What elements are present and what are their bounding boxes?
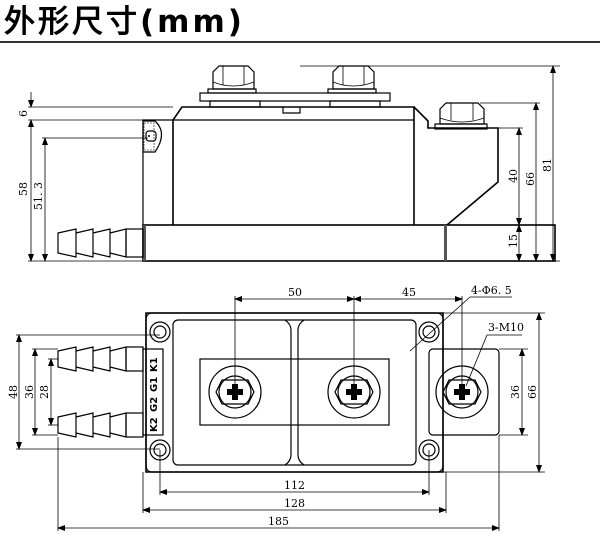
side-view-dimensions: 6 58 51. 3 81 66 40 15	[17, 65, 560, 262]
hose-barb-icon	[57, 228, 144, 258]
dim-81: 81	[541, 158, 554, 172]
top-view: K1 G1 G2 K2	[7, 284, 545, 531]
dim-48: 48	[7, 385, 20, 399]
side-view: 6 58 51. 3 81 66 40 15	[17, 65, 560, 262]
gate-label-strip	[142, 348, 164, 436]
right-terminal-block	[413, 106, 499, 226]
dim-66-right: 66	[526, 385, 539, 399]
hose-barb-icon	[57, 346, 144, 372]
dim-28: 28	[38, 385, 51, 399]
housing-notch	[282, 107, 301, 114]
dim-66-side: 66	[524, 172, 537, 186]
dim-15: 15	[507, 234, 520, 248]
dim-45: 45	[402, 286, 416, 299]
gate-connector-icon	[142, 120, 163, 153]
divider-right	[297, 319, 305, 466]
busbar-spacer-1	[209, 100, 261, 108]
dim-6: 6	[17, 110, 30, 117]
dim-58: 58	[17, 182, 30, 196]
dim-50: 50	[288, 286, 302, 299]
page-title: 外形尺寸(mm)	[4, 4, 245, 40]
label-g1: G1	[149, 377, 160, 392]
hex-nut-icon	[434, 102, 488, 130]
hex-nut-icon	[327, 65, 377, 94]
thread-note: 3-M10	[488, 321, 524, 334]
main-housing	[172, 106, 415, 225]
mounting-hole-icon	[418, 321, 440, 343]
hex-nut-icon	[207, 65, 257, 94]
dim-36-right: 36	[509, 385, 522, 399]
housing-outline	[172, 319, 417, 466]
busbar	[199, 92, 391, 102]
dim-51-3: 51. 3	[32, 182, 45, 210]
dim-128: 128	[284, 497, 305, 510]
base-plate-edge-right	[444, 225, 447, 261]
mounting-hole-icon	[149, 321, 171, 343]
top-view-dimensions: 50 45 4-Φ6. 5 3-M10 36 66	[7, 284, 545, 531]
base-outline-rounded	[145, 312, 444, 473]
base-outline	[145, 312, 444, 473]
hose-barb-icon	[57, 412, 144, 438]
dim-40: 40	[507, 169, 520, 183]
dim-112: 112	[284, 479, 305, 492]
title-underline	[0, 41, 600, 43]
busbar-spacer-2	[329, 100, 381, 108]
hole-note: 4-Φ6. 5	[471, 284, 512, 297]
label-k2: K2	[149, 417, 160, 432]
label-k1: K1	[149, 357, 160, 372]
right-terminal-tab	[428, 348, 500, 436]
dim-36-left: 36	[23, 385, 36, 399]
divider-left	[284, 319, 292, 466]
base-plate-edge-left	[143, 225, 146, 261]
dim-185: 185	[268, 515, 289, 528]
base-plate	[142, 224, 556, 262]
housing-skirt	[142, 119, 173, 225]
terminal-plate	[199, 358, 390, 426]
label-g2: G2	[149, 397, 160, 412]
